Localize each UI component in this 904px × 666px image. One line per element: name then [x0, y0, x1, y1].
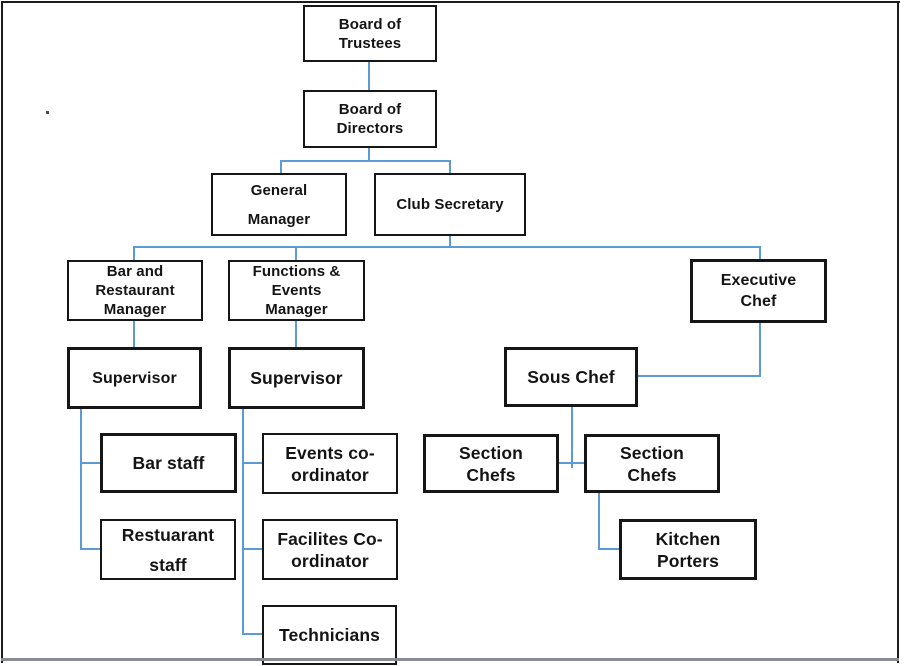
node-supervisor-events: Supervisor	[228, 347, 365, 409]
node-bar-staff: Bar staff	[100, 433, 237, 493]
connector-to-general-manager	[280, 160, 282, 174]
connector-supervisor-bar-trunk	[80, 408, 82, 550]
connector-to-restuarant-staff	[81, 548, 101, 550]
stray-dot	[46, 111, 49, 114]
connector-to-events-coordinator	[243, 462, 263, 464]
connector-to-kitchen-porters	[599, 548, 620, 550]
frame-left-border	[1, 1, 3, 663]
node-board-of-trustees: Board of Trustees	[303, 5, 437, 62]
frame-bottom-edge	[1, 658, 899, 661]
node-executive-chef: Executive Chef	[690, 259, 827, 323]
connector-to-club-secretary	[449, 160, 451, 174]
connector-to-bar-staff	[81, 462, 101, 464]
connector-execchef-souschef	[637, 375, 761, 377]
node-restuarant-staff: Restuarant staff	[100, 519, 236, 580]
connector-execchef-down	[759, 322, 761, 377]
connector-sectionchefs-down	[598, 492, 600, 550]
connector-to-bar-restaurant-manager	[133, 246, 135, 261]
connector-directors-split	[280, 160, 451, 162]
frame-top-border	[1, 1, 900, 3]
frame-right-border	[897, 1, 899, 663]
node-events-coordinator: Events co- ordinator	[262, 433, 398, 494]
node-kitchen-porters: Kitchen Porters	[619, 519, 757, 580]
node-club-secretary: Club Secretary	[374, 173, 526, 236]
node-technicians: Technicians	[262, 605, 397, 665]
connector-club-secretary-down	[449, 236, 451, 248]
connector-club-secretary-span	[133, 246, 761, 248]
connector-souschef-down	[571, 406, 573, 468]
connector-section-chefs-link	[558, 462, 585, 464]
node-bar-restaurant-manager: Bar and Restaurant Manager	[67, 260, 203, 321]
connector-directors-down	[368, 148, 370, 162]
connector-to-functions-manager	[295, 246, 297, 261]
connector-to-executive-chef	[759, 246, 761, 260]
connector-barmgr-supervisor	[133, 320, 135, 348]
connector-trustees-directors	[368, 62, 370, 91]
node-sous-chef: Sous Chef	[504, 347, 638, 407]
node-general-manager: General Manager	[211, 173, 347, 236]
node-facilites-coordinator: Facilites Co- ordinator	[262, 519, 398, 580]
node-functions-events-manager: Functions & Events Manager	[228, 260, 365, 321]
connector-funcmgr-supervisor	[295, 320, 297, 348]
node-section-chefs-right: Section Chefs	[584, 434, 720, 493]
node-board-of-directors: Board of Directors	[303, 90, 437, 148]
node-supervisor-bar: Supervisor	[67, 347, 202, 409]
connector-to-technicians	[243, 633, 263, 635]
connector-to-facilites-coordinator	[243, 548, 263, 550]
node-section-chefs-left: Section Chefs	[423, 434, 559, 493]
connector-supervisor-events-trunk	[242, 408, 244, 635]
